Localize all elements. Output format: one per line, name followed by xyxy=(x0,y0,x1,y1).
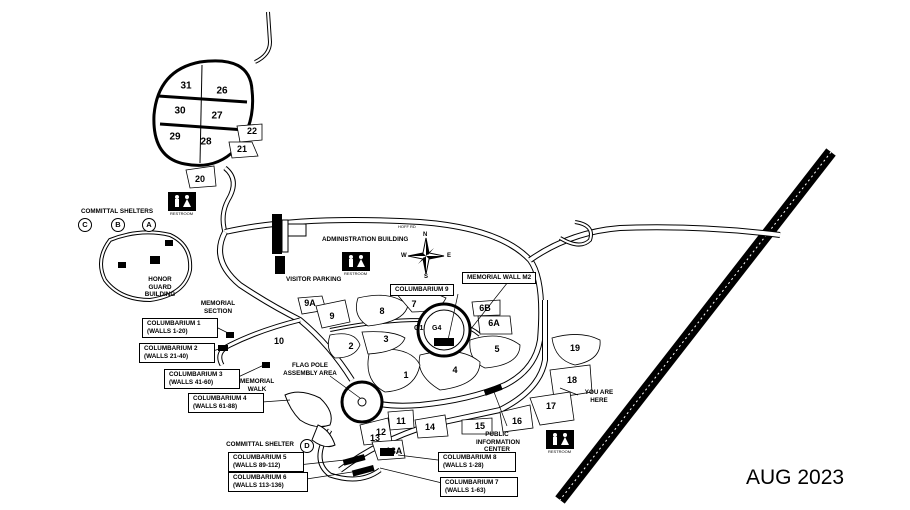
committal-shelters-label: COMMITTAL SHELTERS xyxy=(80,208,154,215)
shelter-b-marker: B xyxy=(111,218,125,232)
section-label: 14 xyxy=(424,422,436,432)
illinois-route-53-road xyxy=(555,148,836,504)
shelter-a-marker: A xyxy=(142,218,156,232)
restroom-icon xyxy=(168,192,196,211)
east-sections xyxy=(529,334,601,426)
section-label: 4 xyxy=(452,365,458,375)
columbarium-3-callout: COLUMBARIUM 3 (WALLS 41-60) xyxy=(164,369,240,389)
columbarium-structures xyxy=(218,332,503,477)
restroom-text: RESTROOM xyxy=(170,211,194,216)
section-label: 26 xyxy=(216,85,228,97)
section-label: 18 xyxy=(566,375,578,385)
administration-building-label: ADMINISTRATION BUILDING xyxy=(322,236,409,243)
section-label: 22 xyxy=(246,126,258,136)
memorial-walk-label: MEMORIAL WALK xyxy=(240,378,275,393)
shelter-c-marker: C xyxy=(78,218,92,232)
columbarium-5-callout: COLUMBARIUM 5 (WALLS 89-112) xyxy=(228,452,304,472)
section-label: 31 xyxy=(180,80,192,92)
administration-building-shape xyxy=(272,214,307,274)
committal-shelter-d-label: COMMITTAL SHELTER xyxy=(226,441,294,448)
public-information-center-label: PUBLIC INFORMATION CENTER xyxy=(476,431,520,453)
hoff-road-label: HOFF RD xyxy=(398,224,416,229)
columbarium-9-circle xyxy=(416,302,472,358)
visitor-parking-label: VISITOR PARKING xyxy=(286,276,342,283)
flag-pole-circle xyxy=(340,380,384,424)
compass-s: S xyxy=(424,274,429,280)
central-sections xyxy=(297,289,534,461)
compass-w: W xyxy=(401,253,407,259)
section-label: 13A xyxy=(385,446,403,456)
section-label: 13 xyxy=(369,433,381,443)
section-label: 5 xyxy=(494,344,500,354)
columbarium-1-callout: COLUMBARIUM 1 (WALLS 1-20) xyxy=(142,318,218,338)
section-label: 15 xyxy=(474,421,486,431)
compass-n: N xyxy=(423,232,428,238)
section-label: 27 xyxy=(211,110,223,122)
section-label: 12 xyxy=(375,427,387,437)
section-label: 21 xyxy=(236,144,248,154)
section-label: 20 xyxy=(194,174,206,184)
section-label: 6B xyxy=(479,303,491,313)
map-date: AUG 2023 xyxy=(746,466,845,489)
compass-e: E xyxy=(447,253,452,259)
columbarium-2-callout: COLUMBARIUM 2 (WALLS 21-40) xyxy=(139,343,215,363)
columbarium-4-callout: COLUMBARIUM 4 (WALLS 61-88) xyxy=(188,393,264,413)
section-label: 8 xyxy=(379,306,385,316)
columbarium-9-callout: COLUMBARIUM 9 xyxy=(390,284,454,296)
section-label: 3 xyxy=(383,334,389,344)
memorial-wall-m2-callout: MEMORIAL WALL M2 xyxy=(462,272,537,284)
section-label: 16 xyxy=(511,416,523,426)
section-label: 2 xyxy=(348,341,354,351)
restroom-text: RESTROOM xyxy=(344,271,368,276)
section-label: 1 xyxy=(403,370,409,380)
flag-pole-label: FLAG POLE ASSEMBLY AREA xyxy=(283,362,337,377)
section-label: 7 xyxy=(411,299,417,309)
callout-leader-lines xyxy=(209,281,579,484)
columbarium-6-callout: COLUMBARIUM 6 (WALLS 113-136) xyxy=(228,472,308,492)
memorial-section-label: MEMORIAL SECTION xyxy=(200,300,236,315)
compass-rose-icon xyxy=(407,237,445,275)
section-label: 10 xyxy=(273,336,285,346)
you-are-here-label: YOU ARE HERE xyxy=(584,389,614,404)
oval-section-area xyxy=(152,59,255,167)
restroom-icon xyxy=(546,430,574,449)
section-label: 29 xyxy=(169,131,181,143)
shelter-d-marker: D xyxy=(300,439,314,453)
section-label: 17 xyxy=(545,401,557,411)
section-label: 9A xyxy=(304,298,316,308)
section-label: 19 xyxy=(569,343,581,353)
section-label: 11 xyxy=(396,416,406,426)
section-label: 6A xyxy=(488,318,500,328)
honor-guard-label: HONOR GUARD BUILDING xyxy=(144,276,176,298)
section-label: 30 xyxy=(174,105,186,117)
section-label: 28 xyxy=(200,136,212,148)
memorial-walk-area xyxy=(284,391,336,448)
g1-label: G1 xyxy=(414,325,424,332)
columbarium-7-callout: COLUMBARIUM 7 (WALLS 1-63) xyxy=(440,477,518,497)
g4-label: G4 xyxy=(432,325,442,332)
committal-shelter-structures xyxy=(118,240,173,268)
restroom-icon xyxy=(342,252,370,271)
columbarium-8-callout: COLUMBARIUM 8 (WALLS 1-28) xyxy=(438,452,516,472)
section-label: 9 xyxy=(329,311,335,321)
restroom-text: RESTROOM xyxy=(548,449,572,454)
